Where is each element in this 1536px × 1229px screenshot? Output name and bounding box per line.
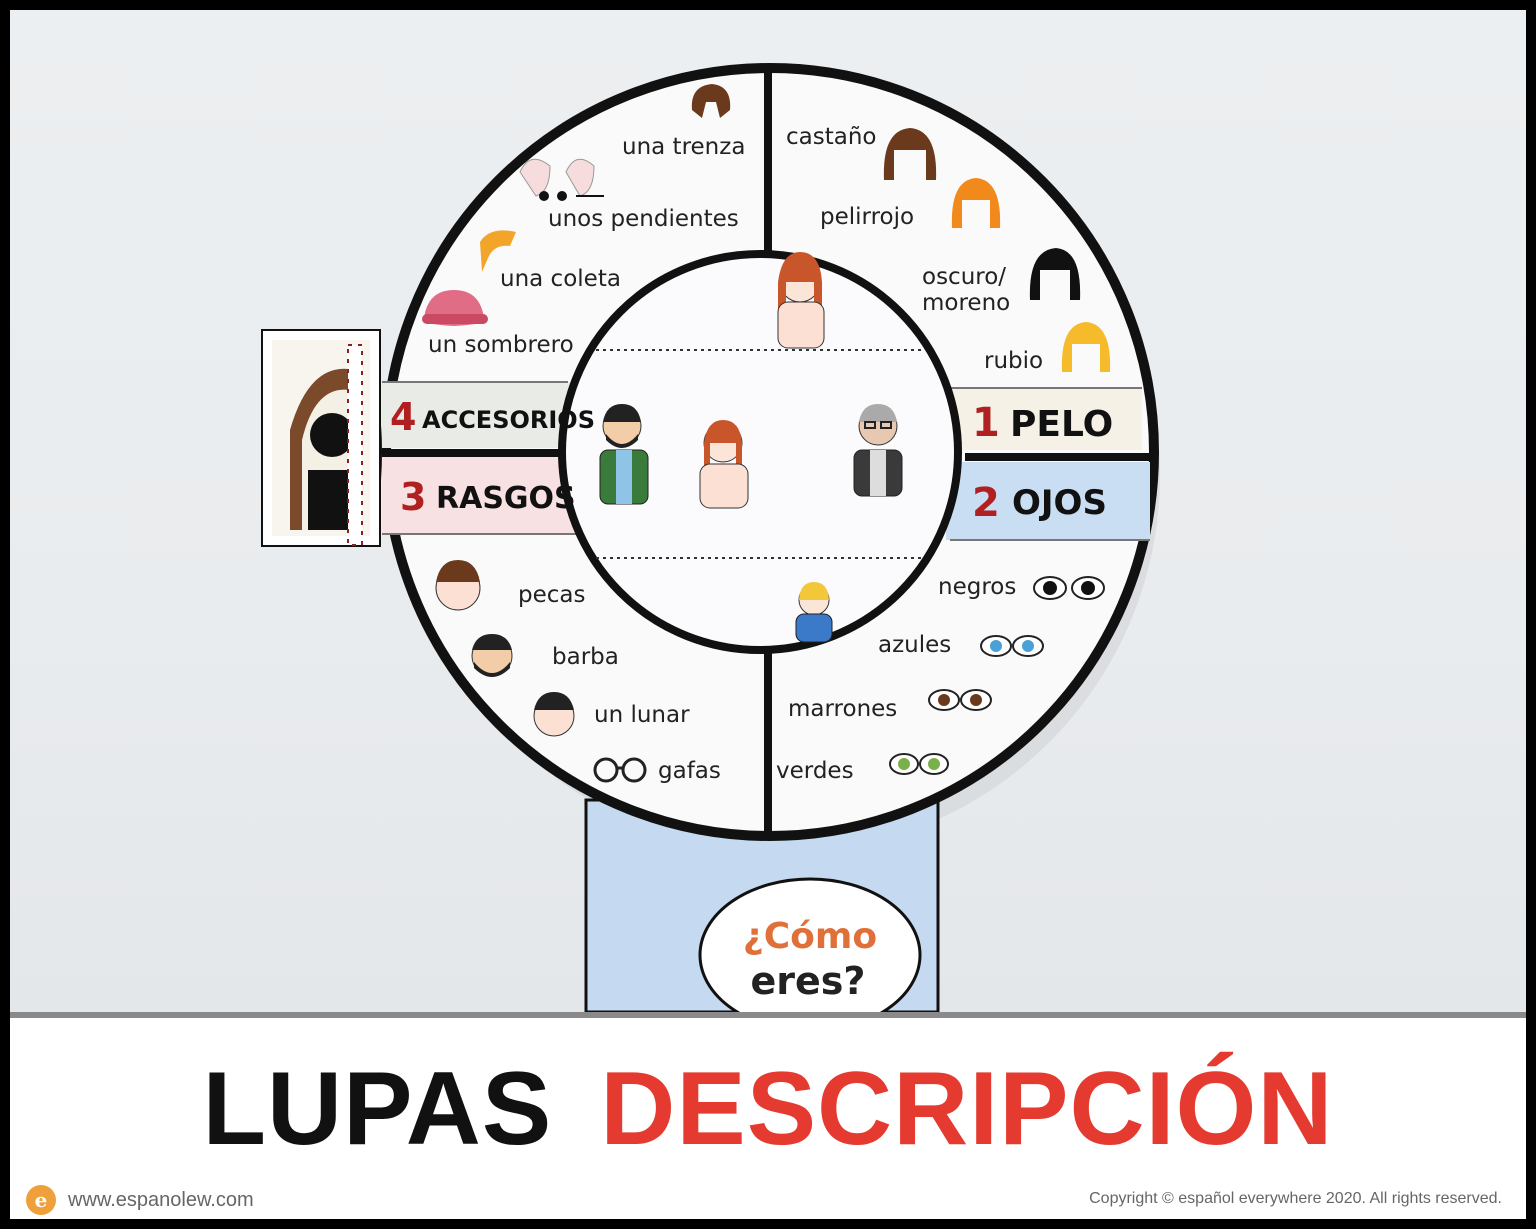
rasgos-band: [382, 456, 586, 534]
banner-divider: [10, 1012, 1526, 1018]
accesorios-number: 4: [390, 395, 416, 439]
label-una-trenza: una trenza: [622, 134, 745, 160]
rasgos-title: RASGOS: [436, 481, 576, 516]
label-castano: castaño: [786, 124, 876, 150]
label-unos-pendientes: unos pendientes: [548, 206, 739, 232]
label-una-coleta: una coleta: [500, 266, 621, 292]
label-oscuro: oscuro/: [922, 264, 1006, 290]
eye-icons: [889, 576, 1105, 775]
pelo-title: PELO: [1010, 404, 1113, 445]
side-tab-card: [261, 329, 381, 547]
pelo-band: [950, 388, 1142, 450]
label-marrones: marrones: [788, 696, 897, 722]
ojos-title: OJOS: [1012, 483, 1107, 523]
label-un-lunar: un lunar: [594, 702, 690, 728]
label-pecas: pecas: [518, 582, 585, 608]
image-frame: 1 PELO 2 OJOS 3 RASGOS 4 ACCESORIOS cast…: [10, 10, 1526, 1219]
lens-characters: [599, 252, 903, 643]
pelo-number: 1: [972, 400, 1000, 446]
photo-area: 1 PELO 2 OJOS 3 RASGOS 4 ACCESORIOS cast…: [10, 10, 1526, 1033]
handle-line1: ¿Cómo: [743, 916, 877, 957]
label-negros: negros: [938, 574, 1016, 600]
banner-word1: LUPAS: [202, 1051, 553, 1167]
accessory-icons: [422, 158, 604, 326]
label-rubio: rubio: [984, 348, 1043, 374]
label-moreno: moreno: [922, 290, 1010, 316]
ojos-number: 2: [972, 480, 1000, 526]
espanolew-logo-icon: e: [26, 1185, 56, 1215]
hair-icons: [691, 84, 1111, 372]
accesorios-title: ACCESORIOS: [422, 406, 595, 434]
magnifier-craft: 1 PELO 2 OJOS 3 RASGOS 4 ACCESORIOS cast…: [261, 63, 1160, 1033]
inner-lens: [558, 250, 962, 654]
rasgos-icons: [435, 560, 647, 783]
label-azules: azules: [878, 632, 951, 658]
footer-left: e www.espanolew.com: [26, 1184, 254, 1216]
rasgos-number: 3: [400, 475, 426, 519]
footer-url[interactable]: www.espanolew.com: [68, 1188, 254, 1211]
banner-title: LUPAS DESCRIPCIÓN: [10, 1050, 1526, 1169]
accesorios-band: [382, 382, 586, 448]
footer-copyright: Copyright © español everywhere 2020. All…: [1089, 1190, 1502, 1207]
banner-word2: DESCRIPCIÓN: [600, 1051, 1334, 1167]
label-barba: barba: [552, 644, 619, 670]
label-verdes: verdes: [776, 758, 854, 784]
label-pelirrojo: pelirrojo: [820, 204, 914, 230]
handle-line2: eres?: [751, 959, 866, 1003]
label-un-sombrero: un sombrero: [428, 332, 574, 358]
label-gafas: gafas: [658, 758, 721, 784]
ojos-band: [946, 462, 1150, 540]
